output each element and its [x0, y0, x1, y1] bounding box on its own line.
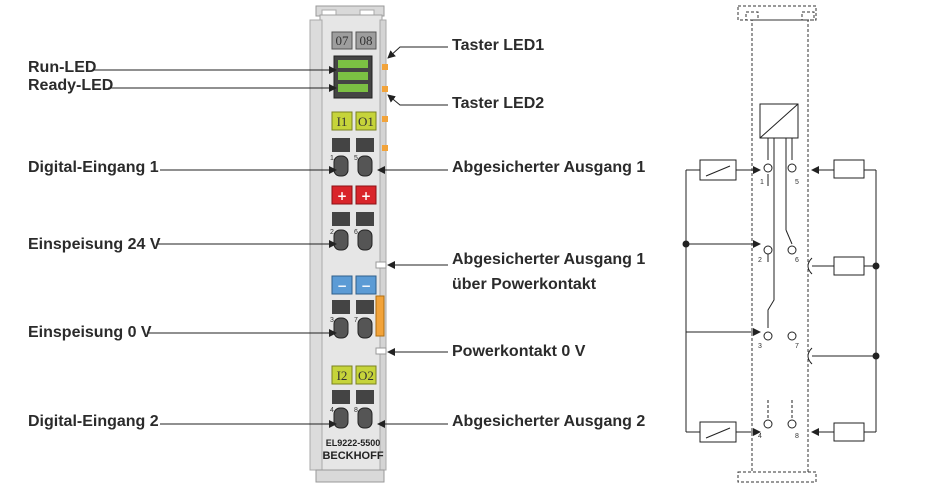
pin-2: [763, 245, 773, 255]
contact-6[interactable]: [357, 229, 373, 251]
tab-08: [355, 31, 377, 50]
schematic-pin-2-label: 2: [758, 257, 762, 264]
plus-symbol-left: +: [337, 189, 347, 203]
plus-block-right: [355, 185, 377, 205]
label-ready-led: Ready-LED: [28, 77, 113, 94]
label-run-led: Run-LED: [28, 59, 96, 76]
tab-07-label: 07: [336, 33, 350, 48]
model-number: EL9222-5500: [326, 438, 381, 448]
label-digital-input-1: Digital-Eingang 1: [28, 159, 159, 176]
label-button-led2: Taster LED2: [452, 95, 544, 112]
label-fused-output-2: Abgesicherter Ausgang 2: [452, 413, 645, 430]
ready-led: [338, 72, 368, 80]
minus-block-right: [355, 275, 377, 295]
pin-7: [787, 331, 797, 341]
pin-4: [763, 419, 773, 429]
contact-2-number: 2: [330, 229, 334, 236]
run-led: [338, 60, 368, 68]
button-led2[interactable]: [382, 86, 388, 92]
load-2-symbol: [833, 256, 865, 276]
label-power-contact-0v: Powerkontakt 0 V: [452, 343, 586, 360]
label-fused-output-1: Abgesicherter Ausgang 1: [452, 159, 645, 176]
contact-5-number: 5: [354, 155, 358, 162]
minus-symbol-left: −: [337, 279, 347, 293]
power-contact: [375, 295, 385, 337]
led-3: [338, 84, 368, 92]
contact-2[interactable]: [333, 229, 349, 251]
channel-o2-label: O2: [358, 368, 374, 383]
load-3-symbol: [833, 422, 865, 442]
load-1-symbol: [833, 159, 865, 179]
plus-symbol-right: +: [361, 189, 371, 203]
contact-3[interactable]: [333, 317, 349, 339]
schematic-pin-4-label: 4: [758, 433, 762, 440]
switch-1-symbol: [699, 159, 737, 181]
contact-5[interactable]: [357, 155, 373, 177]
contact-1[interactable]: [333, 155, 349, 177]
label-button-led1: Taster LED1: [452, 37, 544, 54]
schematic-pin-1-label: 1: [760, 179, 764, 186]
minus-block-left: [331, 275, 353, 295]
label-supply-24v: Einspeisung 24 V: [28, 236, 161, 253]
channel-i1: [331, 111, 353, 131]
channel-o1-label: O1: [358, 114, 374, 129]
channel-i2: [331, 365, 353, 385]
channel-o2: [355, 365, 377, 385]
minus-symbol-right: −: [361, 279, 371, 293]
contact-8[interactable]: [357, 407, 373, 429]
tab-08-label: 08: [360, 33, 373, 48]
contact-7[interactable]: [357, 317, 373, 339]
left-labels: Run-LED Ready-LED Digital-Eingang 1 Eins…: [28, 59, 337, 430]
schematic-pin-5-label: 5: [795, 179, 799, 186]
contact-4[interactable]: [333, 407, 349, 429]
schematic-pin-8-label: 8: [795, 433, 799, 440]
pin-1: [763, 163, 773, 173]
schematic-pin-labels: 1 5 2 6 3 7 4 8: [758, 179, 799, 440]
pin-3: [763, 331, 773, 341]
contact-7-number: 7: [354, 317, 358, 324]
contact-4-number: 4: [330, 407, 334, 414]
wiring-schematic: [682, 5, 880, 483]
tab-07: [331, 31, 353, 50]
contact-3-number: 3: [330, 317, 334, 324]
switch-2-symbol: [699, 421, 737, 443]
channel-i2-label: I2: [337, 368, 348, 383]
button-led1[interactable]: [382, 64, 388, 70]
contact-6-number: 6: [354, 229, 358, 236]
contact-1-number: 1: [330, 155, 334, 162]
brand-logo: BECKHOFF: [322, 450, 383, 462]
label-digital-input-2: Digital-Eingang 2: [28, 413, 159, 430]
pin-5: [787, 163, 797, 173]
pin-6: [787, 245, 797, 255]
label-supply-0v: Einspeisung 0 V: [28, 324, 152, 341]
schematic-pin-6-label: 6: [795, 257, 799, 264]
contact-8-number: 8: [354, 407, 358, 414]
label-fused-output-1-power-line1: Abgesicherter Ausgang 1: [452, 251, 645, 268]
schematic-pin-3-label: 3: [758, 343, 762, 350]
channel-i1-label: I1: [337, 114, 348, 129]
right-labels: Taster LED1 Taster LED2 Abgesicherter Au…: [377, 37, 645, 430]
schematic-pin-7-label: 7: [795, 343, 799, 350]
channel-o1: [355, 111, 377, 131]
pin-8: [787, 419, 797, 429]
plus-block-left: [331, 185, 353, 205]
label-fused-output-1-power-line2: über Powerkontakt: [452, 276, 597, 293]
